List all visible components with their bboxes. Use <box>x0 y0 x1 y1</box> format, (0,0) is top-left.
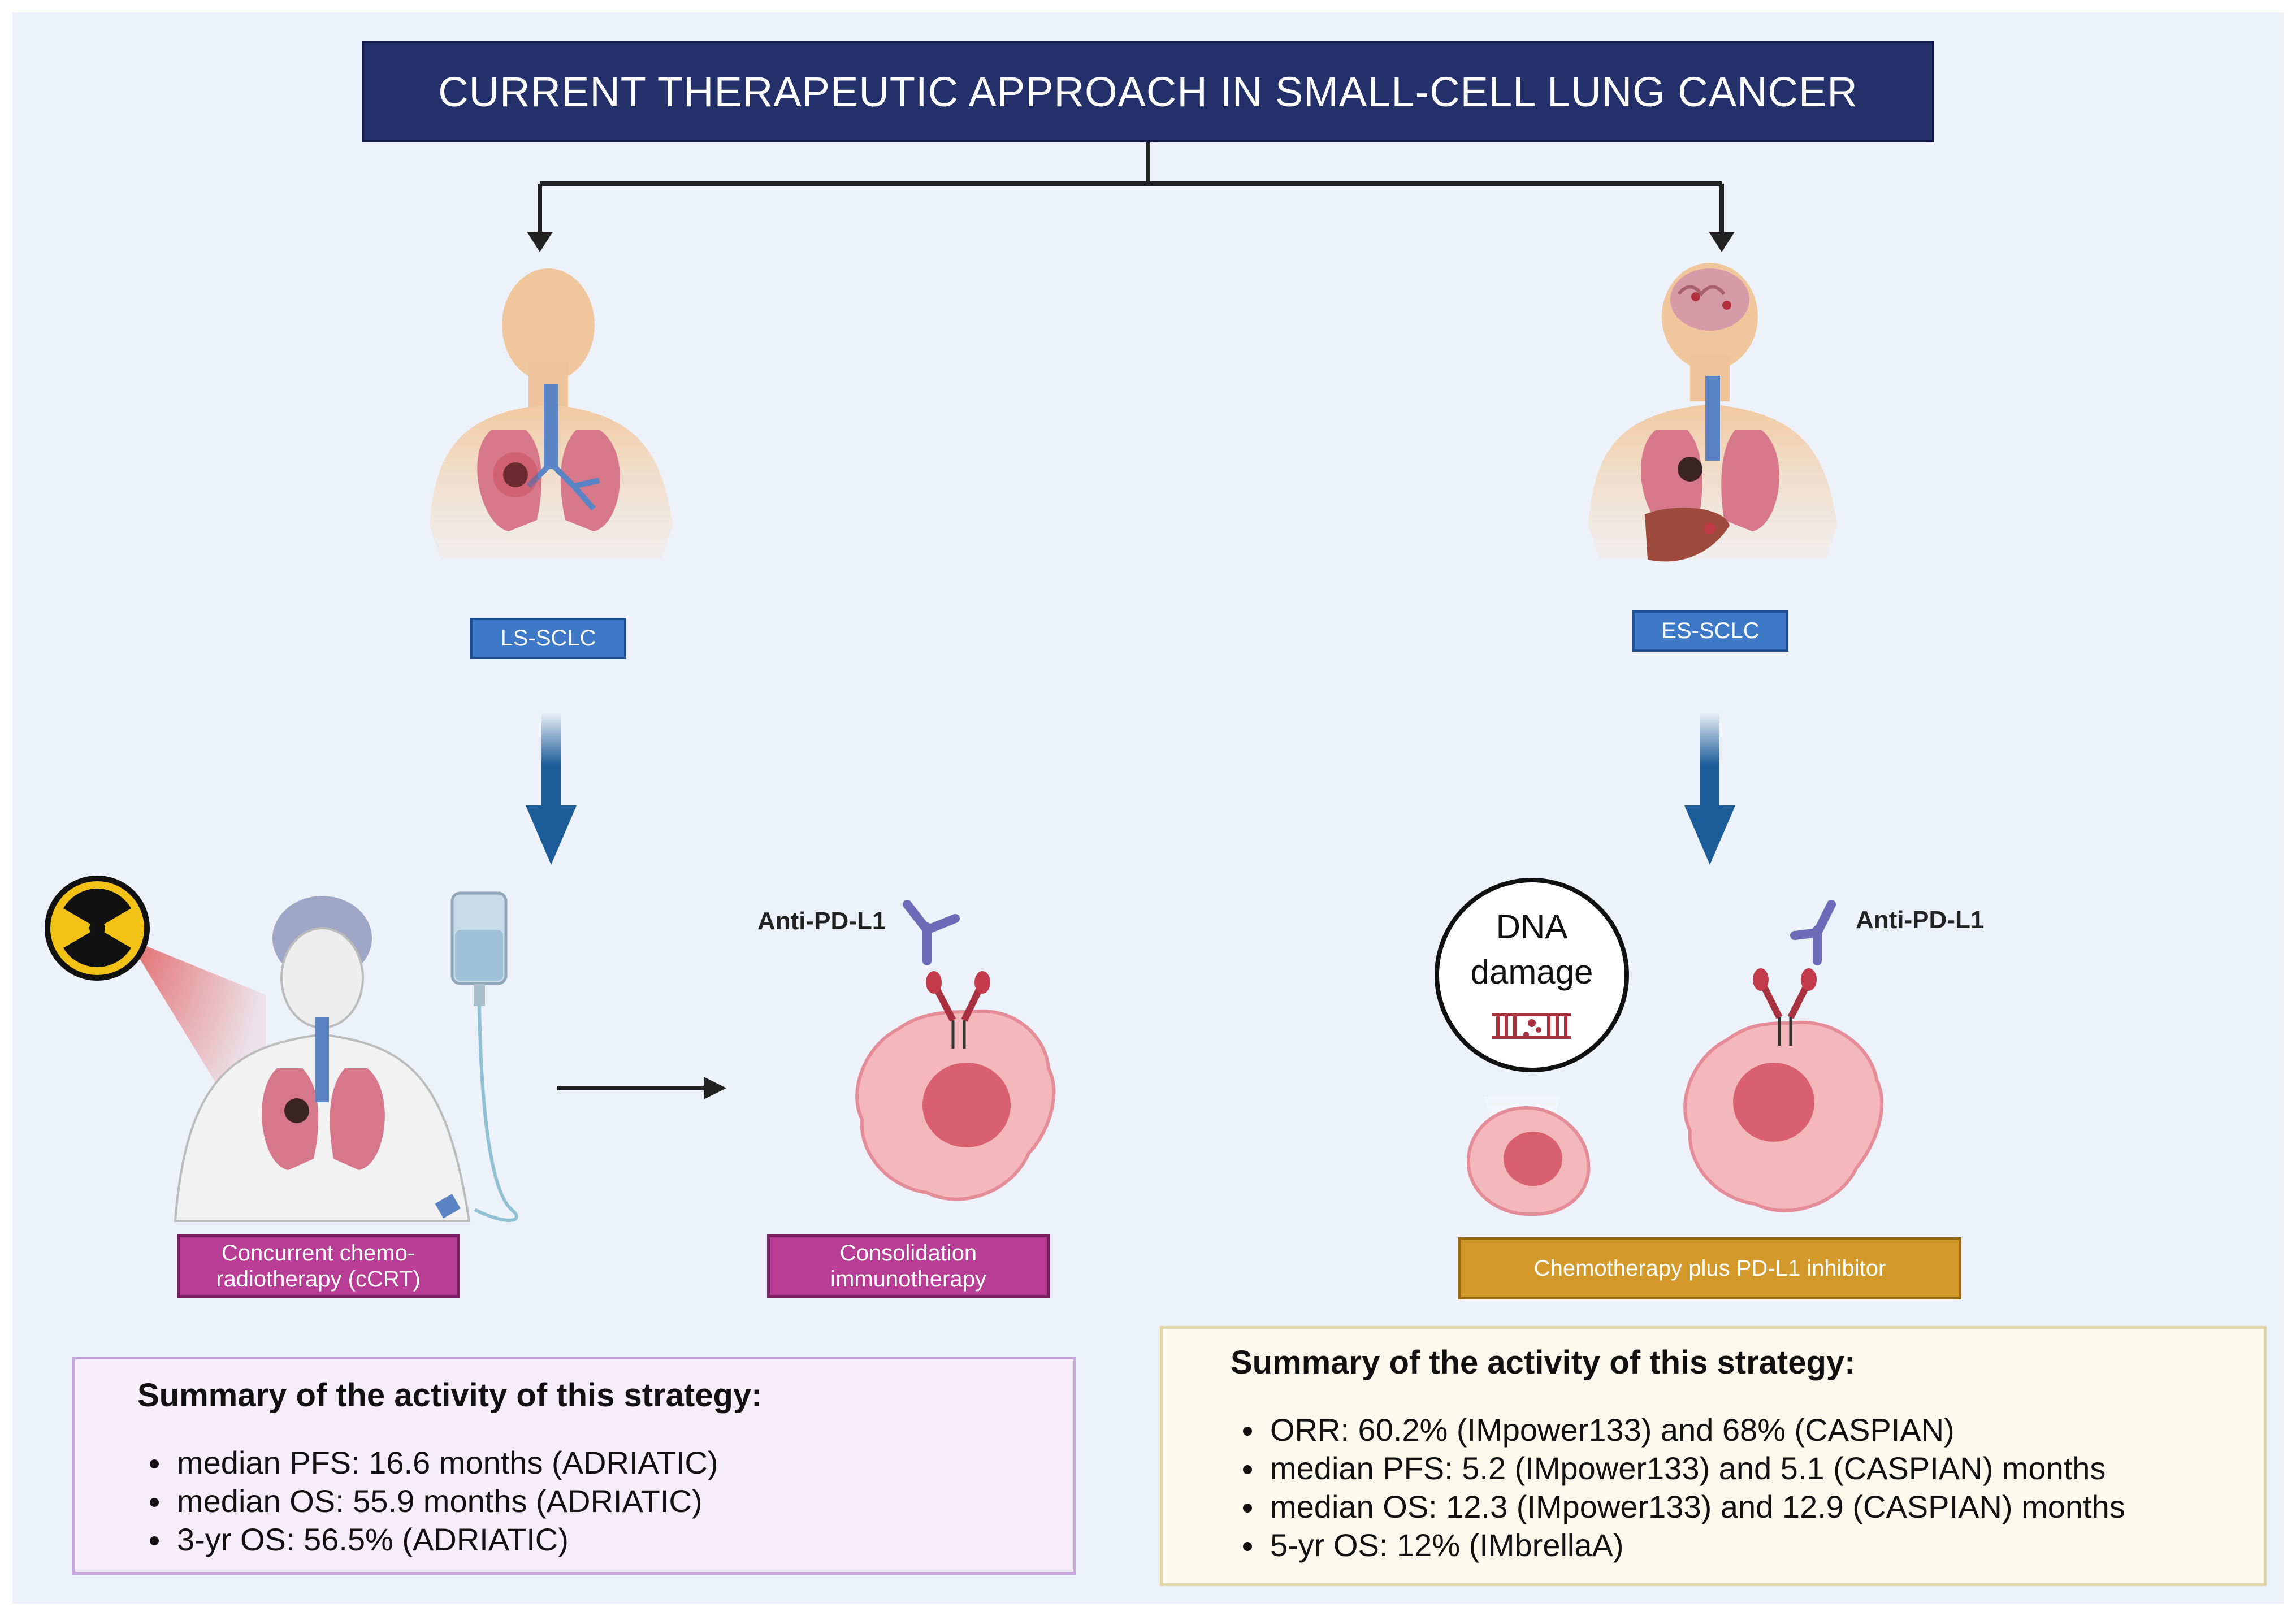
es-sclc-label-text: ES-SCLC <box>1661 618 1760 643</box>
es-sclc-label: ES-SCLC <box>1632 610 1788 652</box>
summary-item: median OS: 12.3 (IMpower133) and 12.9 (C… <box>1231 1488 2264 1526</box>
summary-box-right: Summary of the activity of this strategy… <box>1160 1326 2267 1586</box>
summary-heading-left: Summary of the activity of this strategy… <box>137 1377 763 1414</box>
chemo-plus-pd-l1-label: Chemotherapy plus PD-L1 inhibitor <box>1458 1237 1961 1299</box>
tree-connector <box>538 142 1724 237</box>
summary-list-right: ORR: 60.2% (IMpower133) and 68% (CASPIAN… <box>1231 1411 2264 1565</box>
tumor-cell-left <box>855 971 1056 1201</box>
consolidation-label-line-2: immunotherapy <box>830 1267 986 1292</box>
cCRT-label: Concurrent chemo- radiotherapy (cCRT) <box>177 1234 460 1298</box>
blue-down-arrow-left <box>526 712 577 865</box>
summary-item: median OS: 55.9 months (ADRIATIC) <box>137 1482 1073 1520</box>
consolidation-label-line-1: Consolidation <box>839 1241 977 1266</box>
dna-damage-bubble <box>1435 878 1629 1072</box>
dna-damage-cell <box>1466 1097 1591 1216</box>
summary-item: median PFS: 16.6 months (ADRIATIC) <box>137 1444 1073 1482</box>
cCRT-label-line-1: Concurrent chemo- <box>221 1241 415 1266</box>
tumor-cell-right <box>1683 968 1884 1212</box>
blue-down-arrow-right <box>1684 712 1735 865</box>
anti-pd-l1-label-right: Anti-PD-L1 <box>1856 906 1985 934</box>
chemo-plus-pd-l1-text: Chemotherapy plus PD-L1 inhibitor <box>1533 1255 1886 1281</box>
dna-bubble-line-1: DNA <box>1496 908 1568 946</box>
summary-heading-right: Summary of the activity of this strategy… <box>1231 1344 1856 1381</box>
antibody-icon-right <box>1790 900 1836 965</box>
es-sclc-torso-illustration <box>1588 263 1837 562</box>
summary-item: 3-yr OS: 56.5% (ADRIATIC) <box>137 1520 1073 1559</box>
summary-item: ORR: 60.2% (IMpower133) and 68% (CASPIAN… <box>1231 1411 2264 1449</box>
ls-sclc-torso-illustration <box>430 268 673 560</box>
summary-box-left: Summary of the activity of this strategy… <box>72 1357 1076 1575</box>
anti-pd-l1-label-left: Anti-PD-L1 <box>757 907 886 935</box>
diagram-title: CURRENT THERAPEUTIC APPROACH IN SMALL-CE… <box>438 68 1858 115</box>
consolidation-immunotherapy-label: Consolidation immunotherapy <box>767 1234 1050 1298</box>
summary-item: median PFS: 5.2 (IMpower133) and 5.1 (CA… <box>1231 1449 2264 1488</box>
antibody-icon-left <box>903 900 960 965</box>
ls-sclc-label-text: LS-SCLC <box>500 626 596 651</box>
cCRT-label-line-2: radiotherapy (cCRT) <box>216 1267 421 1292</box>
iv-bag-icon <box>435 891 518 1222</box>
arrowhead-right <box>1709 232 1735 252</box>
title-banner: CURRENT THERAPEUTIC APPROACH IN SMALL-CE… <box>362 41 1934 142</box>
summary-item: 5-yr OS: 12% (IMbrellaA) <box>1231 1526 2264 1565</box>
summary-list-left: median PFS: 16.6 months (ADRIATIC) media… <box>137 1444 1073 1559</box>
dna-bubble-line-2: damage <box>1471 953 1593 991</box>
ls-sclc-label: LS-SCLC <box>470 618 626 659</box>
patient-illustration <box>174 896 471 1222</box>
arrowhead-left <box>527 232 553 252</box>
progression-arrow-head <box>704 1077 726 1099</box>
